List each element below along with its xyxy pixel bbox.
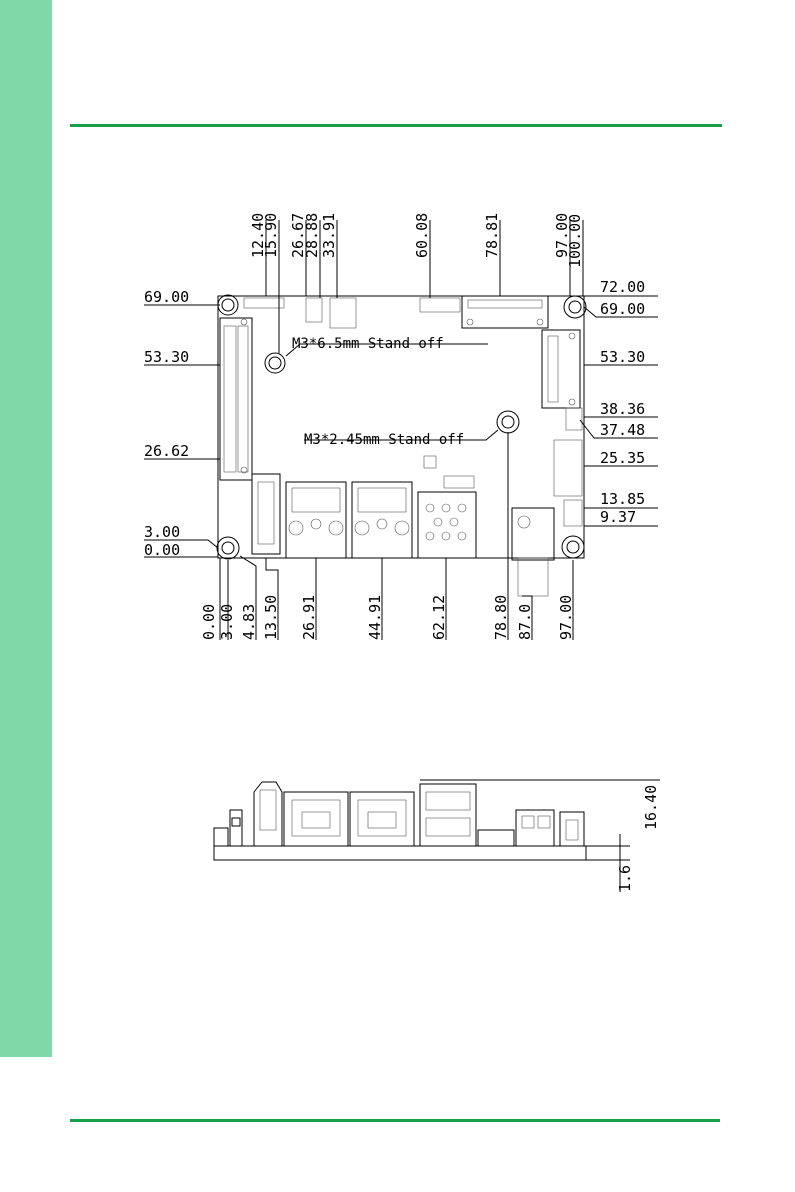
right-dim-label: 53.30: [600, 348, 645, 366]
top-dimension-labels: 12.40 15.90 26.67 28.88 33.91 60.08 78.8…: [249, 213, 584, 268]
side-usb-stack: [420, 784, 476, 846]
bottom-dim-label: 4.83: [240, 604, 258, 640]
left-extension-lines: [144, 305, 220, 557]
bottom-dim-label: 26.91: [300, 595, 318, 640]
board-side-view: [214, 780, 660, 892]
standoff-callout-b: M3*2.45mm Stand off: [304, 432, 464, 448]
right-dim-label: 69.00: [600, 300, 645, 318]
bottom-dim-label: 3.00: [218, 604, 236, 640]
side-lan-2: [350, 792, 414, 846]
bottom-dim-label: 97.00: [557, 595, 575, 640]
left-dim-label: 69.00: [144, 288, 189, 306]
top-dim-label: 33.91: [320, 213, 338, 258]
right-dim-label: 72.00: [600, 278, 645, 296]
bottom-dim-label: 0.00: [200, 604, 218, 640]
top-dim-label: 100.00: [566, 214, 584, 268]
right-dim-label: 13.85: [600, 490, 645, 508]
standoff-callout-a: M3*6.5mm Stand off: [292, 336, 444, 352]
right-dim-label: 38.36: [600, 400, 645, 418]
left-dim-label: 3.00: [144, 523, 180, 541]
right-dim-label: 37.48: [600, 421, 645, 439]
left-dim-label: 0.00: [144, 541, 180, 559]
left-dimension-labels: 69.00 53.30 26.62 3.00 0.00: [144, 288, 189, 559]
side-height-label: 16.40: [642, 785, 660, 830]
side-lan-1: [284, 792, 348, 846]
left-dim-label: 26.62: [144, 442, 189, 460]
pcb-thickness-label: 1.6: [616, 865, 634, 892]
right-dim-label: 9.37: [600, 508, 636, 526]
bottom-dim-label: 87.0: [516, 604, 534, 640]
right-dimension-labels: 72.00 69.00 53.30 38.36 37.48 25.35 13.8…: [600, 278, 645, 526]
top-dim-label: 78.81: [483, 213, 501, 258]
top-dim-label: 28.88: [303, 213, 321, 258]
top-dim-label: 60.08: [413, 213, 431, 258]
side-pcb: [214, 846, 586, 860]
bottom-dim-label: 62.12: [430, 595, 448, 640]
bottom-dim-label: 13.50: [262, 595, 280, 640]
bottom-dim-label: 78.80: [492, 595, 510, 640]
right-dim-label: 25.35: [600, 449, 645, 467]
bottom-dim-label: 44.91: [366, 595, 384, 640]
top-dim-label: 15.90: [262, 213, 280, 258]
left-dim-label: 53.30: [144, 348, 189, 366]
